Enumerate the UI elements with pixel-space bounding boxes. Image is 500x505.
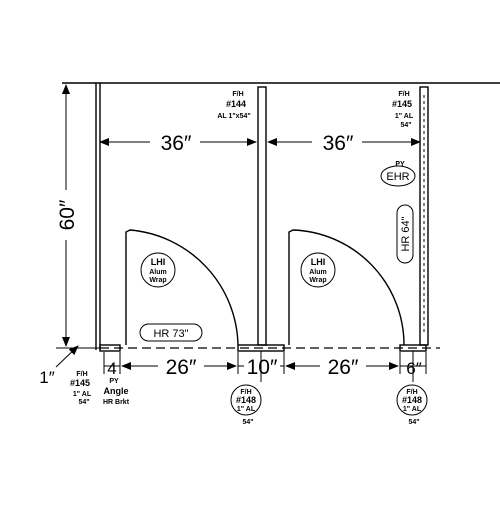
tag-top-mid-line2: #144	[226, 99, 246, 109]
tag-bot-right-line3: 1" AL	[403, 406, 422, 413]
tag-bot-left-line2: #145	[70, 378, 90, 388]
tag-top-mid-line3: AL 1"x54"	[217, 113, 250, 120]
dim-36-left-label: 36″	[161, 132, 192, 155]
dim-60-label: 60″	[56, 199, 79, 230]
dim-leader-1	[55, 345, 79, 368]
lhi-right-line2: Alum	[309, 269, 327, 276]
tag-top-right-line2: #145	[392, 99, 412, 109]
tag-top-mid-line1: F/H	[232, 91, 243, 98]
dim-36-right-label: 36″	[323, 132, 354, 155]
tag-bot-left-line4: 54"	[78, 399, 89, 406]
hr-64-label: HR 64"	[400, 216, 412, 251]
dim-26-left-label: 26″	[166, 356, 197, 379]
dim-6-label: 6″	[406, 359, 421, 378]
tag-bot-right-circle	[396, 384, 428, 416]
ehr-label: EHR	[386, 171, 409, 183]
tag-bot-left-line3: 1" AL	[73, 391, 92, 398]
lhi-right-line1: LHI	[311, 257, 326, 267]
lhi-left-line1: LHI	[151, 257, 166, 267]
lhi-circle-right	[300, 252, 336, 288]
tag-bot-right-line1: F/H	[406, 389, 417, 396]
dim-4-label: 4	[107, 359, 116, 378]
py-angle-line3: HR Brkt	[103, 399, 130, 406]
py-right-label: PY	[395, 161, 405, 168]
middle-panel	[257, 86, 267, 346]
py-angle-line1: PY	[109, 378, 119, 385]
tag-bot-left-line1: F/H	[76, 371, 87, 378]
tag-bot-right-line4: 54"	[408, 419, 419, 426]
lhi-right-line3: Wrap	[309, 277, 326, 284]
tag-top-right-line1: F/H	[398, 91, 409, 98]
tag-bot-right-line2: #148	[402, 395, 422, 405]
tag-bot-mid-line4: 54"	[242, 419, 253, 426]
lhi-left-line2: Alum	[149, 269, 167, 276]
hr-73-label: HR 73"	[153, 328, 188, 340]
tag-bot-mid-line2: #148	[236, 395, 256, 405]
lhi-circle-left	[140, 252, 176, 288]
hr-64-box	[396, 204, 414, 264]
dim-1-label: 1″	[39, 368, 54, 387]
ehr-ellipse	[380, 165, 416, 187]
tag-bot-mid-circle	[230, 384, 262, 416]
door-swing-left	[125, 229, 239, 346]
tag-top-right-line4: 54"	[400, 122, 411, 129]
hr-73-box	[139, 323, 203, 342]
dim-10-label: 10″	[247, 356, 278, 379]
door-swing-right	[288, 229, 405, 346]
lhi-left-line3: Wrap	[149, 277, 166, 284]
dim-26-right-label: 26″	[328, 356, 359, 379]
py-angle-line2: Angle	[103, 386, 128, 396]
tag-bot-mid-line3: 1" AL	[237, 406, 256, 413]
tag-top-right-line3: 1" AL	[395, 113, 414, 120]
tag-bot-mid-line1: F/H	[240, 389, 251, 396]
